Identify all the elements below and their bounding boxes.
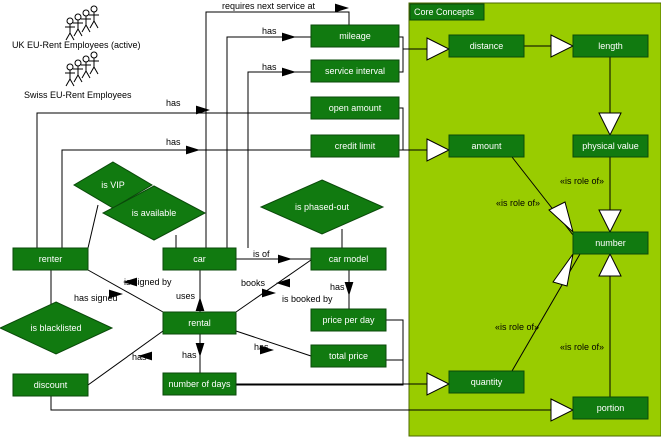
- uk-employee-icon: [65, 5, 99, 41]
- actor-group-swiss: [65, 51, 99, 87]
- node-number-of-days[interactable]: number of days: [162, 372, 237, 396]
- diamond-is-phased-out-label: is phased-out: [295, 202, 350, 212]
- node-distance-label: distance: [470, 41, 504, 51]
- diamond-is-available-label: is available: [132, 208, 177, 218]
- node-mileage[interactable]: mileage: [310, 24, 400, 48]
- diamond-is-blacklisted[interactable]: is blacklisted: [0, 301, 114, 355]
- node-physical-value[interactable]: physical value: [572, 134, 649, 158]
- node-portion-label: portion: [597, 403, 625, 413]
- swiss-employee-icon: [65, 51, 99, 87]
- node-number[interactable]: number: [572, 231, 649, 255]
- node-total-price[interactable]: total price: [310, 344, 387, 368]
- edge-labels: requires next service at has has has has is o…: [74, 1, 604, 362]
- node-price-per-day-label: price per day: [322, 315, 375, 325]
- node-number-label: number: [595, 238, 626, 248]
- node-amount[interactable]: amount: [448, 134, 525, 158]
- node-rental[interactable]: rental: [162, 311, 237, 335]
- node-mileage-label: mileage: [339, 31, 371, 41]
- core-concepts-panel: Core Concepts: [408, 2, 661, 437]
- uk-employees-label: UK EU-Rent Employees (active): [12, 40, 141, 50]
- node-renter[interactable]: renter: [12, 247, 89, 271]
- node-quantity[interactable]: quantity: [448, 370, 525, 394]
- core-concepts-panel-tab: [409, 3, 485, 21]
- edge-label-is-booked-by: is booked by: [282, 294, 333, 304]
- edge-label-is-role-of-3: «is role of»: [495, 322, 539, 332]
- node-length[interactable]: length: [572, 34, 649, 58]
- diamond-is-blacklisted-label: is blacklisted: [30, 323, 81, 333]
- edge-label-is-signed-by: is signed by: [124, 277, 172, 287]
- arrow-glyphs: [109, 3, 622, 422]
- edge-label-requires-next-service-at: requires next service at: [222, 1, 316, 11]
- edge-label-books: books: [241, 278, 266, 288]
- diamond-is-vip-label: is VIP: [101, 180, 125, 190]
- edge-label-has-4: has: [166, 137, 181, 147]
- node-car[interactable]: car: [162, 247, 237, 271]
- node-car-model[interactable]: car model: [310, 247, 387, 271]
- edge-label-has-3: has: [166, 98, 181, 108]
- node-physical-value-label: physical value: [582, 141, 639, 151]
- node-total-price-label: total price: [329, 351, 368, 361]
- node-car-label: car: [193, 254, 206, 264]
- diamond-is-available[interactable]: is available: [101, 185, 207, 241]
- core-concepts-panel-bg: [408, 2, 661, 437]
- diamond-is-phased-out[interactable]: is phased-out: [259, 179, 385, 235]
- edge-label-has-signed: has signed: [74, 293, 118, 303]
- edge-label-is-of: is of: [253, 249, 270, 259]
- node-open-amount-label: open amount: [329, 103, 382, 113]
- edge-label-has-6: has: [254, 342, 269, 352]
- edge-label-has-7: has: [182, 350, 197, 360]
- node-amount-label: amount: [471, 141, 502, 151]
- node-service-interval[interactable]: service interval: [310, 59, 400, 83]
- node-open-amount[interactable]: open amount: [310, 96, 400, 120]
- node-distance[interactable]: distance: [448, 34, 525, 58]
- node-price-per-day[interactable]: price per day: [310, 308, 387, 332]
- actor-group-uk: [65, 5, 99, 41]
- node-credit-limit[interactable]: credit limit: [310, 134, 400, 158]
- node-renter-label: renter: [39, 254, 63, 264]
- node-service-interval-label: service interval: [325, 66, 385, 76]
- node-portion[interactable]: portion: [572, 396, 649, 420]
- node-quantity-label: quantity: [471, 377, 503, 387]
- edge-label-has-8: has: [132, 352, 147, 362]
- node-rental-label: rental: [188, 318, 211, 328]
- core-concepts-panel-title: Core Concepts: [414, 7, 475, 17]
- node-discount-label: discount: [34, 380, 68, 390]
- node-length-label: length: [598, 41, 623, 51]
- edge-label-has-2: has: [262, 62, 277, 72]
- node-discount[interactable]: discount: [12, 373, 89, 397]
- node-number-of-days-label: number of days: [168, 379, 231, 389]
- edge-label-is-role-of-1: «is role of»: [560, 176, 604, 186]
- node-car-model-label: car model: [329, 254, 369, 264]
- edge-label-is-role-of-2: «is role of»: [496, 198, 540, 208]
- edge-label-has-1: has: [262, 26, 277, 36]
- swiss-employees-label: Swiss EU-Rent Employees: [24, 90, 132, 100]
- edge-label-uses: uses: [176, 291, 196, 301]
- edge-label-has-5: has: [330, 282, 345, 292]
- edge-label-is-role-of-4: «is role of»: [560, 342, 604, 352]
- node-credit-limit-label: credit limit: [335, 141, 376, 151]
